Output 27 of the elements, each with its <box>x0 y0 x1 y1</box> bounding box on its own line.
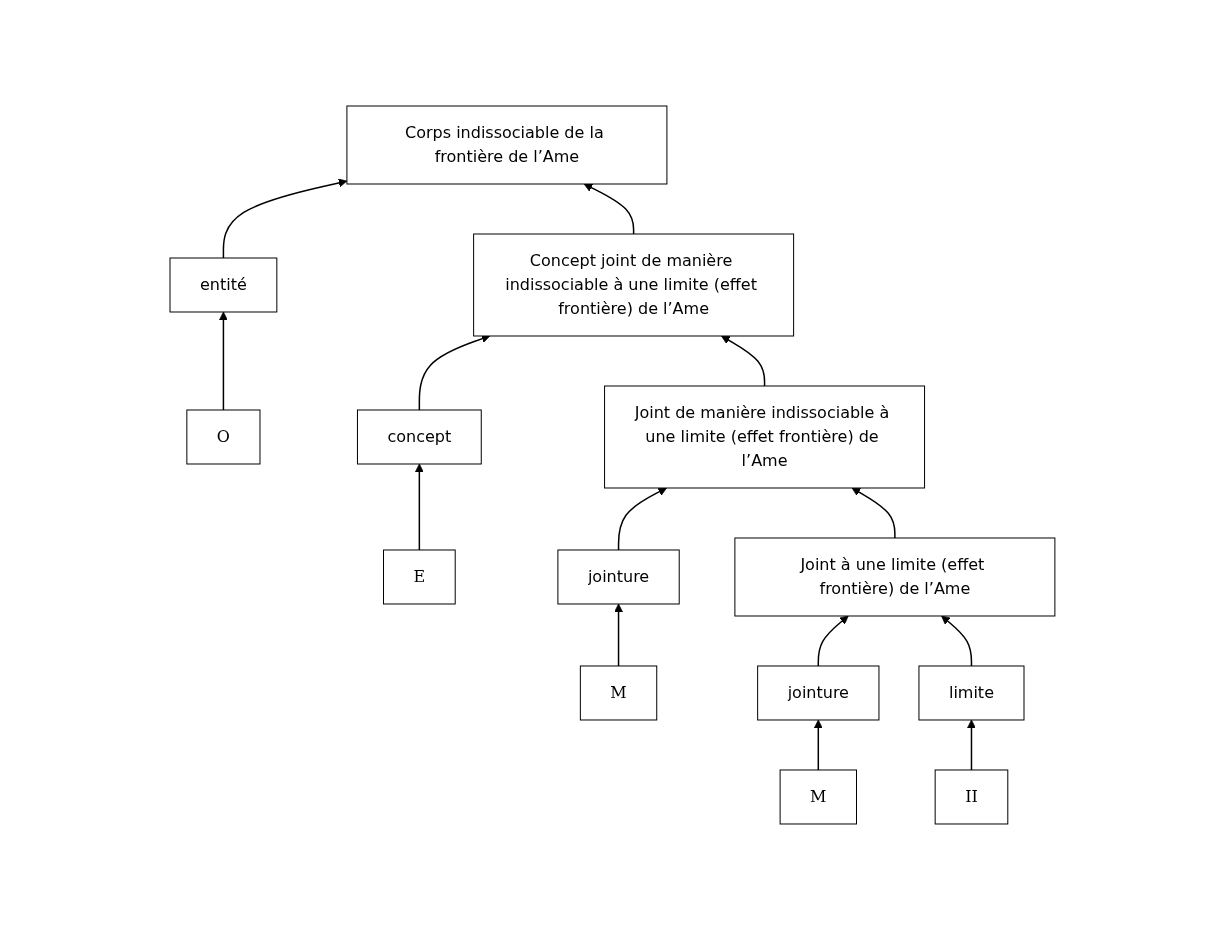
node-box: M <box>779 769 858 824</box>
arrow <box>583 183 635 235</box>
arrow <box>721 335 766 387</box>
arrow <box>418 334 491 411</box>
arrow <box>219 311 228 411</box>
node-box: E <box>383 549 456 604</box>
node-box: Joint de manière indissociable à une limite (effet frontière) de l’Ame <box>604 385 926 488</box>
arrow <box>415 463 424 551</box>
arrow <box>222 178 348 259</box>
node-box: II <box>934 769 1009 824</box>
node-box: entité <box>169 257 278 312</box>
node-box: Concept joint de manière indissociable à une limite (effet frontière) de l’Ame <box>473 233 795 336</box>
node-box: Joint à une limite (effet frontière) de l’Ame <box>734 537 1056 616</box>
node-box: jointure <box>757 665 880 720</box>
node-box: Corps indissociable de la frontière de l’Ame <box>346 105 668 184</box>
node-box: concept <box>357 409 482 464</box>
arrow <box>817 615 849 667</box>
arrow <box>813 719 823 771</box>
arrow <box>851 487 896 539</box>
node-box: O <box>186 409 261 464</box>
node-box: jointure <box>557 549 680 604</box>
arrow <box>941 615 973 667</box>
node-box: M <box>579 665 658 720</box>
arrow <box>967 719 976 771</box>
arrow <box>614 603 623 667</box>
node-box: limite <box>918 665 1025 720</box>
arrow <box>617 487 668 551</box>
